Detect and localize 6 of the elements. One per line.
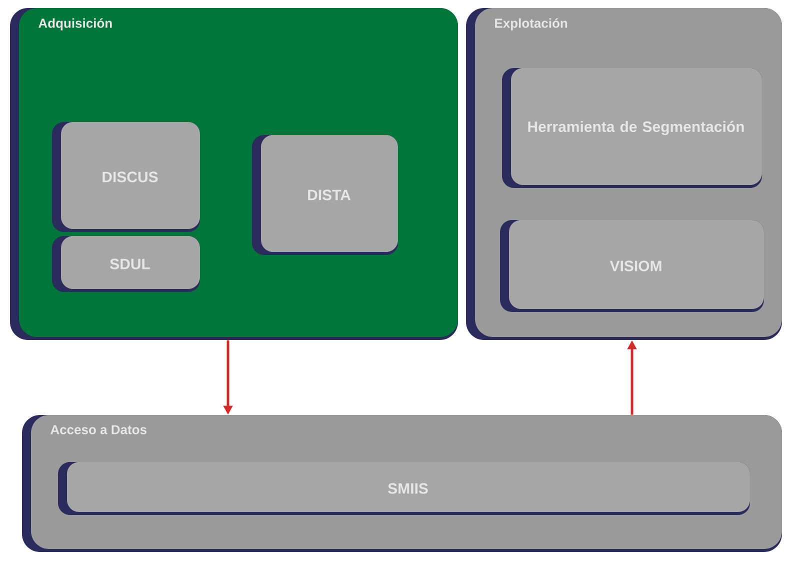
module-box: Herramienta de Segmentación <box>502 68 762 188</box>
module-box: SDUL <box>52 236 200 292</box>
module-box: SMIIS <box>58 462 750 515</box>
module-box: VISIOM <box>500 220 764 312</box>
module-box: DISCUS <box>52 122 200 232</box>
module-box: DISTA <box>252 135 398 255</box>
